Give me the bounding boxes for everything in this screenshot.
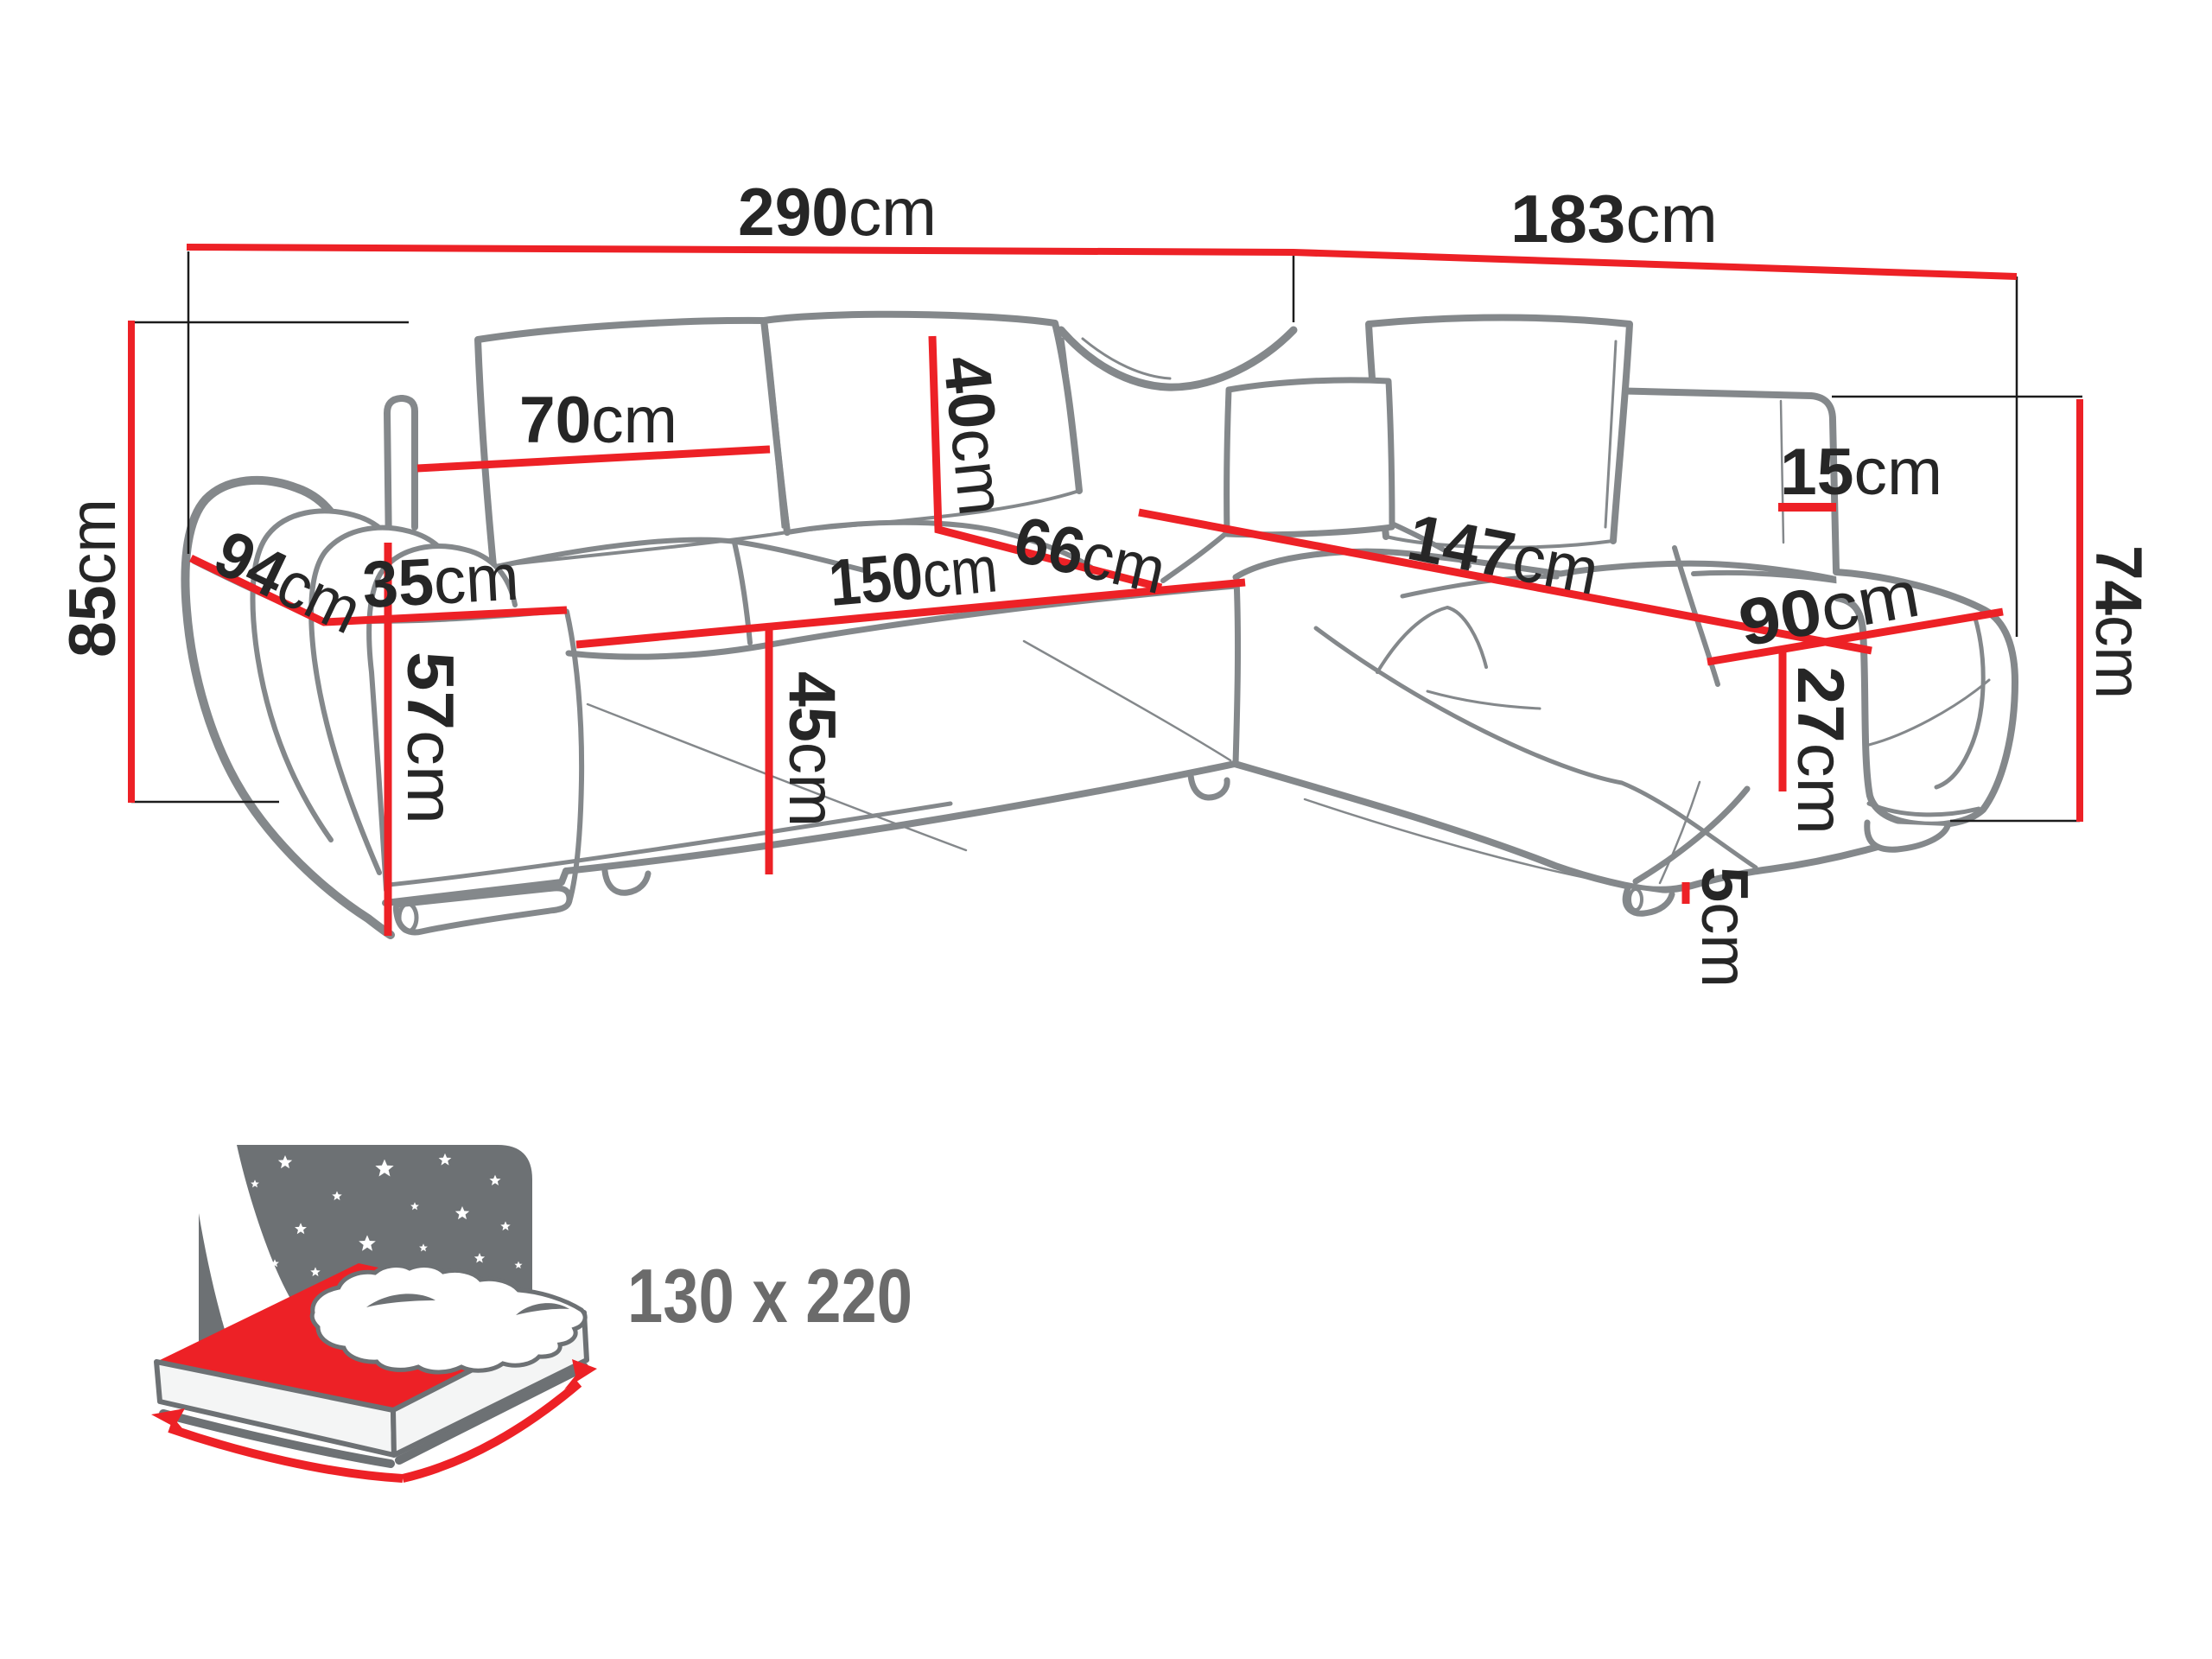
svg-text:45cm: 45cm — [775, 671, 849, 827]
svg-text:35cm: 35cm — [360, 541, 520, 622]
svg-text:66cm: 66cm — [1007, 503, 1173, 608]
svg-text:183cm: 183cm — [1510, 181, 1718, 257]
svg-text:74cm: 74cm — [2082, 545, 2155, 699]
svg-text:57cm: 57cm — [393, 652, 467, 824]
svg-text:15cm: 15cm — [1780, 435, 1942, 509]
svg-text:130 x 220: 130 x 220 — [627, 1253, 912, 1338]
svg-text:290cm: 290cm — [738, 174, 937, 250]
svg-text:150cm: 150cm — [826, 532, 1001, 620]
svg-text:70cm: 70cm — [519, 384, 677, 457]
svg-text:27cm: 27cm — [1783, 666, 1857, 835]
svg-text:5cm: 5cm — [1688, 867, 1761, 988]
svg-text:85cm: 85cm — [56, 499, 130, 658]
svg-text:40cm: 40cm — [929, 353, 1019, 519]
